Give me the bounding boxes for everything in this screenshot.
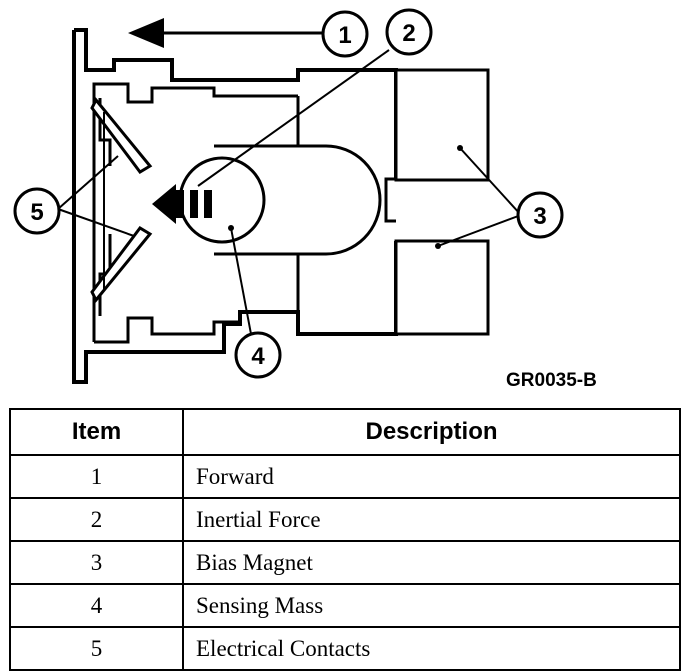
item-number: 1 [9, 454, 184, 499]
item-description: Sensing Mass [182, 583, 681, 628]
figure-id: GR0035-B [506, 370, 597, 391]
svg-text:3: 3 [533, 203, 546, 230]
table-row: 3 Bias Magnet [9, 540, 681, 585]
svg-text:2: 2 [402, 20, 415, 47]
callout-1: 1 [321, 10, 369, 58]
item-description: Electrical Contacts [182, 626, 681, 671]
item-number: 5 [9, 626, 184, 671]
item-number: 3 [9, 540, 184, 585]
table-row: 2 Inertial Force [9, 497, 681, 542]
item-number: 4 [9, 583, 184, 628]
svg-text:5: 5 [30, 199, 43, 226]
bias-magnets [394, 68, 490, 336]
item-description: Inertial Force [182, 497, 681, 542]
item-number: 2 [9, 497, 184, 542]
leader-lines [57, 49, 522, 335]
legend-table: Item Description 1 Forward 2 Inertial Fo… [9, 408, 681, 671]
legend-header-row: Item Description [9, 408, 681, 456]
svg-text:1: 1 [338, 22, 351, 49]
callout-4: 4 [234, 331, 282, 379]
item-description: Bias Magnet [182, 540, 681, 585]
header-description: Description [182, 408, 681, 456]
callout-2: 2 [385, 8, 433, 56]
table-row: 1 Forward [9, 454, 681, 499]
callout-3: 3 [516, 191, 564, 239]
mounting-plate [72, 28, 398, 384]
inertial-force-arrow [152, 184, 212, 224]
forward-arrow [128, 18, 322, 48]
svg-text:4: 4 [251, 343, 265, 370]
electrical-contacts [90, 97, 153, 316]
sensor-diagram: 1 2 3 4 5 [13, 8, 564, 384]
table-row: 5 Electrical Contacts [9, 626, 681, 671]
header-item: Item [9, 408, 184, 456]
item-description: Forward [182, 454, 681, 499]
sensor-housing [92, 82, 396, 344]
table-row: 4 Sensing Mass [9, 583, 681, 628]
callout-5: 5 [13, 187, 61, 235]
bias-magnet-lower [394, 239, 490, 336]
